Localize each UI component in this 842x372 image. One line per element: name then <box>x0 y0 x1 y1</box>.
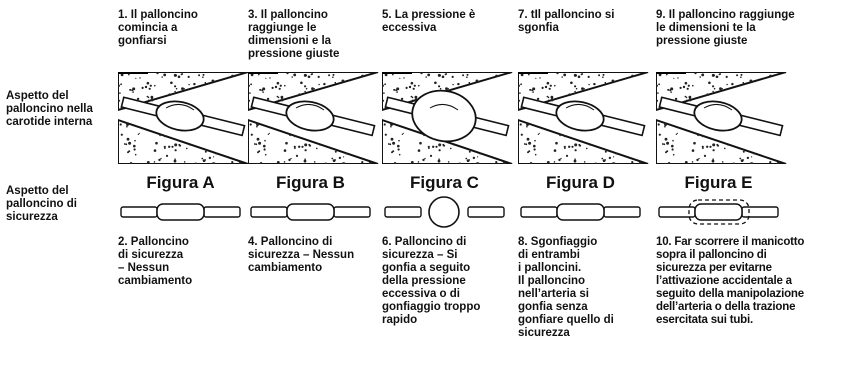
step-caption-bottom: 10. Far scorrere il manicotto sopra il p… <box>656 236 805 326</box>
step-caption-bottom: 2. Palloncino di sicurezza – Nessun camb… <box>118 236 193 287</box>
row-label-internal-carotid: Aspetto del palloncino nella carotide in… <box>6 90 93 128</box>
artery-balloon-illustration <box>248 72 379 164</box>
step-caption-bottom: 6. Palloncino di sicurezza – Si gonfia a… <box>382 236 481 326</box>
figure-title: Figura A <box>146 173 215 192</box>
safety-balloon-illustration <box>250 203 371 221</box>
artery-balloon-illustration <box>656 72 787 164</box>
step-caption-bottom: 4. Palloncino di sicurezza – Nessun camb… <box>248 236 355 274</box>
step-caption-bottom: 8. Sgonfiaggio di entrambi i palloncini.… <box>518 236 614 339</box>
step-caption-top: 1. Il palloncino comincia a gonfiarsi <box>118 9 198 47</box>
artery-balloon-illustration <box>518 72 649 164</box>
safety-balloon-illustration <box>384 196 505 228</box>
safety-balloon-illustration <box>658 199 779 225</box>
figure-column: 9. Il palloncino raggiunge le dimensioni… <box>656 0 804 372</box>
step-caption-top: 5. La pressione è eccessiva <box>382 9 476 34</box>
figure-title: Figura D <box>546 173 615 192</box>
figure-title: Figura B <box>276 173 345 192</box>
step-caption-top: 7. tIl palloncino si sgonfia <box>518 9 615 34</box>
artery-balloon-illustration <box>118 72 249 164</box>
step-caption-top: 9. Il palloncino raggiunge le dimensioni… <box>656 9 795 47</box>
safety-balloon-illustration <box>520 203 641 221</box>
figure-column: 3. Il palloncino raggiunge le dimensioni… <box>248 0 383 372</box>
row-label-safety-balloon: Aspetto del palloncino di sicurezza <box>6 185 77 223</box>
step-caption-top: 3. Il palloncino raggiunge le dimensioni… <box>248 9 340 60</box>
artery-balloon-illustration <box>382 72 513 164</box>
figure-title: Figura E <box>684 173 753 192</box>
figure-title: Figura C <box>410 173 479 192</box>
safety-balloon-illustration <box>120 203 241 221</box>
